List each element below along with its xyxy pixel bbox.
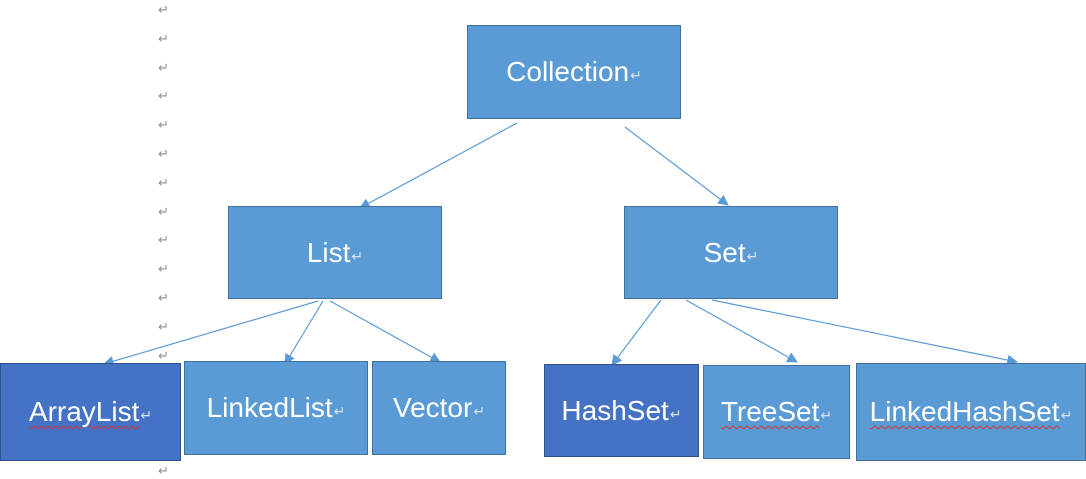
edge-collection-list: [359, 122, 518, 209]
node-collection-label: Collection: [506, 56, 630, 87]
node-collection: Collection↵: [467, 25, 681, 119]
paragraph-mark: ↵: [669, 406, 682, 423]
paragraph-mark: ↵: [158, 319, 169, 335]
edge-collection-set: [624, 126, 729, 206]
node-list: List↵: [228, 206, 442, 299]
node-hashset-label: HashSet: [561, 394, 669, 426]
paragraph-mark: ↵: [158, 60, 169, 76]
node-vector-label: Vector: [392, 392, 473, 423]
paragraph-mark: ↵: [333, 404, 346, 420]
paragraph-mark: ↵: [158, 348, 169, 364]
node-list-label: List: [306, 236, 351, 268]
node-treeset: TreeSet↵: [703, 365, 850, 459]
edge-list-vector: [329, 300, 441, 363]
node-treeset-label: TreeSet: [720, 396, 820, 427]
node-arraylist: ArrayList↵: [0, 363, 181, 461]
edge-list-linkedlist: [284, 300, 324, 365]
paragraph-mark: ↵: [158, 233, 169, 249]
paragraph-mark: ↵: [630, 68, 642, 84]
paragraph-mark: ↵: [473, 404, 486, 420]
node-vector: Vector↵: [372, 361, 506, 455]
paragraph-mark: ↵: [140, 408, 153, 424]
paragraph-mark: ↵: [351, 248, 364, 265]
paragraph-mark: ↵: [158, 204, 169, 220]
edge-set-hashset: [611, 299, 662, 366]
paragraph-mark: ↵: [158, 3, 169, 18]
paragraph-mark: ↵: [158, 147, 169, 162]
node-set: Set↵: [624, 206, 838, 299]
edge-set-treeset: [685, 299, 798, 363]
node-linkedhashset: LinkedHashSet↵: [856, 363, 1086, 461]
node-set-label: Set: [703, 236, 746, 268]
paragraph-mark: ↵: [158, 291, 169, 306]
paragraph-mark: ↵: [158, 89, 169, 105]
diagram-connectors: [102, 122, 1019, 367]
paragraph-mark: ↵: [820, 408, 833, 424]
paragraph-mark: ↵: [158, 262, 169, 278]
node-arraylist-label: ArrayList: [28, 396, 140, 427]
paragraph-mark: ↵: [158, 175, 169, 191]
paragraph-mark: ↵: [746, 248, 759, 265]
node-linkedlist: LinkedList↵: [184, 361, 368, 455]
node-hashset: HashSet↵: [544, 364, 699, 457]
edge-list-arraylist: [102, 300, 319, 367]
paragraph-mark: ↵: [158, 118, 169, 134]
node-linkedhashset-label: LinkedHashSet: [869, 396, 1060, 427]
node-linkedlist-label: LinkedList: [206, 392, 333, 423]
edge-set-linkedhashset: [711, 299, 1019, 366]
paragraph-mark: ↵: [158, 31, 169, 47]
paragraph-mark: ↵: [1060, 408, 1073, 424]
